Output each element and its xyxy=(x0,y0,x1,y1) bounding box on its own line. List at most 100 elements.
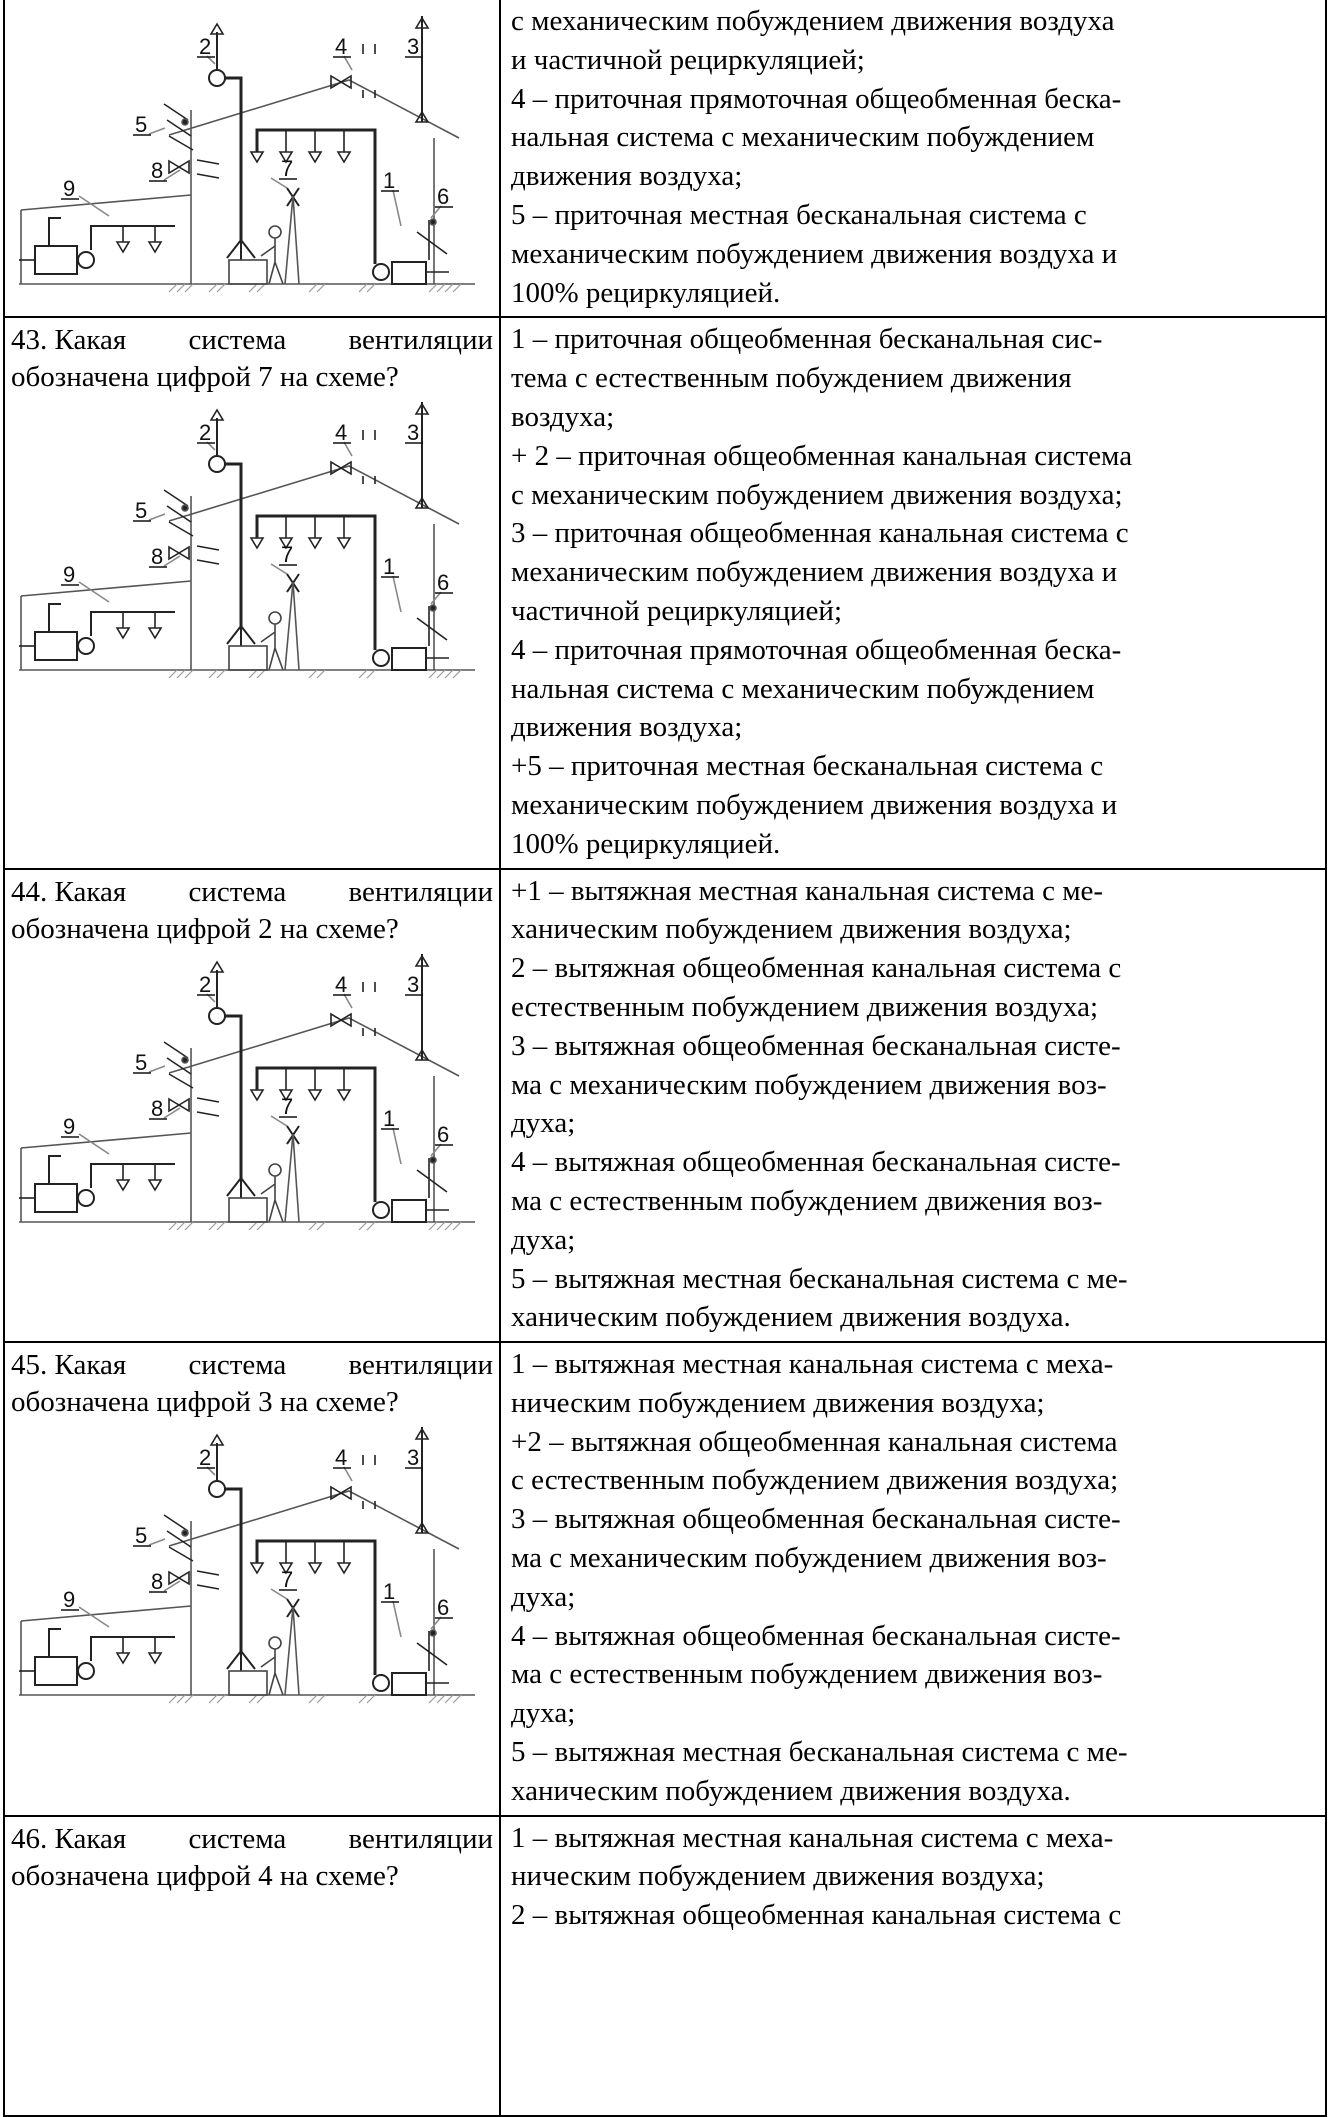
question-cell: 43. Какая система вентиляции обозначена … xyxy=(3,316,501,870)
answer-option-line: духа; xyxy=(511,1223,576,1256)
answer-option-line: нальная система с механическим побуждени… xyxy=(511,672,1095,705)
diagram-label-8: 8 xyxy=(151,1569,163,1594)
question-word: вентиляции xyxy=(348,324,493,357)
answer-option-line: и частичной рециркуляцией; xyxy=(511,43,865,76)
question-word: вентиляции xyxy=(348,1349,493,1382)
document-page: 1 2 3 4 5 6 7 8 9 с механическим побуждением дви… xyxy=(3,0,1327,2117)
diagram-label-3: 3 xyxy=(407,420,419,445)
question-text: 45. Какая система вентиляции обозначена … xyxy=(5,1343,499,1421)
question-word: 44. Какая xyxy=(11,875,127,908)
question-line-1: 45. Какая система вентиляции xyxy=(11,1347,493,1384)
answer-option-line: духа; xyxy=(511,1107,576,1140)
answer-option-line: 2 – вытяжная общеобменная канальная сист… xyxy=(511,1899,1122,1932)
answer-options-cell: 1 – приточная общеобменная бесканальная … xyxy=(499,316,1327,870)
table-row: 44. Какая система вентиляции обозначена … xyxy=(3,867,1327,1344)
diagram-label-6: 6 xyxy=(437,184,449,209)
question-word: система xyxy=(188,875,287,908)
diagram-label-6: 6 xyxy=(437,1595,449,1620)
diagram-label-5: 5 xyxy=(135,112,147,137)
question-word: 46. Какая xyxy=(11,1822,127,1855)
answer-option-line: +5 – приточная местная бесканальная сист… xyxy=(511,750,1104,783)
diagram-label-2: 2 xyxy=(199,420,211,445)
answer-option-line: механическим побуждением движения воздух… xyxy=(511,556,1118,589)
answer-option-line: духа; xyxy=(511,1697,576,1730)
question-line-1: 46. Какая система вентиляции xyxy=(11,1821,493,1858)
ventilation-scheme-diagram: 1 2 3 4 5 6 7 8 9 xyxy=(19,1425,475,1705)
diagram-label-5: 5 xyxy=(135,498,147,523)
question-line-2: обозначена цифрой 7 на схеме? xyxy=(11,361,399,394)
answer-option-line: ма с естественным побуждением движения в… xyxy=(511,1658,1103,1691)
answer-option-line: с механическим побуждением движения возд… xyxy=(511,5,1115,37)
answer-option-line: естественным побуждением движения воздух… xyxy=(511,990,1099,1023)
question-word: система xyxy=(188,1349,287,1382)
answer-option-line: с механическим побуждением движения возд… xyxy=(511,478,1123,511)
question-line-1: 43. Какая система вентиляции xyxy=(11,322,493,359)
diagram-label-4: 4 xyxy=(335,1445,347,1470)
diagram-label-9: 9 xyxy=(63,1587,75,1612)
question-cell: 46. Какая система вентиляции обозначена … xyxy=(3,1814,501,2117)
diagram-label-7: 7 xyxy=(281,1094,293,1119)
question-line-2: обозначена цифрой 2 на схеме? xyxy=(11,912,399,945)
answer-option-line: движения воздуха; xyxy=(511,711,743,744)
answer-option-line: 100% рециркуляцией. xyxy=(511,276,781,309)
diagram-label-2: 2 xyxy=(199,1445,211,1470)
diagram-label-1: 1 xyxy=(383,168,395,193)
diagram-label-1: 1 xyxy=(383,554,395,579)
answer-option-line: движения воздуха; xyxy=(511,160,743,193)
answer-option-line: ническим побуждением движения воздуха; xyxy=(511,1386,1045,1419)
answer-options-cell: 1 – вытяжная местная канальная система с… xyxy=(499,1814,1327,2117)
answer-option-line: 1 – вытяжная местная канальная система с… xyxy=(511,1348,1114,1381)
diagram-label-4: 4 xyxy=(335,34,347,59)
diagram-label-6: 6 xyxy=(437,570,449,595)
diagram-label-7: 7 xyxy=(281,156,293,181)
answer-option-line: 1 – приточная общеобменная бесканальная … xyxy=(511,323,1103,356)
diagram-label-9: 9 xyxy=(63,562,75,587)
answer-option-line: +1 – вытяжная местная канальная система … xyxy=(511,874,1104,907)
diagram-label-2: 2 xyxy=(199,972,211,997)
question-cell: 45. Какая система вентиляции обозначена … xyxy=(3,1341,501,1817)
diagram-label-5: 5 xyxy=(135,1523,147,1548)
question-word: система xyxy=(188,324,287,357)
answer-option-line: + 2 – приточная общеобменная канальная с… xyxy=(511,439,1133,472)
table-row: 45. Какая система вентиляции обозначена … xyxy=(3,1341,1327,1817)
answer-option-line: 5 – вытяжная местная бесканальная систем… xyxy=(511,1262,1128,1295)
question-line-2: обозначена цифрой 4 на схеме? xyxy=(11,1859,399,1892)
diagram-label-9: 9 xyxy=(63,1114,75,1139)
answer-option-line: 4 – приточная прямоточная общеобменная б… xyxy=(511,82,1122,115)
diagram-label-8: 8 xyxy=(151,1096,163,1121)
question-word: 43. Какая xyxy=(11,324,127,357)
question-cell: 44. Какая система вентиляции обозначена … xyxy=(3,867,501,1344)
answer-option-line: 4 – вытяжная общеобменная бесканальная с… xyxy=(511,1619,1121,1652)
question-table: 1 2 3 4 5 6 7 8 9 с механическим побуждением дви… xyxy=(3,0,1327,2117)
answer-option-line: ханическим побуждением движения воздуха. xyxy=(511,1301,1071,1334)
answer-option-line: 2 – вытяжная общеобменная канальная сист… xyxy=(511,952,1122,985)
answer-option-line: ханическим побуждением движения воздуха; xyxy=(511,913,1072,946)
answer-option-line: ма с механическим побуждением движения в… xyxy=(511,1068,1107,1101)
answer-option-line: тема с естественным побуждением движения xyxy=(511,362,1072,395)
answer-option-line: 100% рециркуляцией. xyxy=(511,827,781,860)
answer-option-line: частичной рециркуляцией; xyxy=(511,594,843,627)
diagram-label-5: 5 xyxy=(135,1050,147,1075)
question-line-1: 44. Какая система вентиляции xyxy=(11,874,493,911)
answer-option-line: ханическим побуждением движения воздуха. xyxy=(511,1774,1071,1807)
diagram-label-1: 1 xyxy=(383,1579,395,1604)
answer-option-line: 3 – приточная общеобменная канальная сис… xyxy=(511,517,1129,550)
question-line-2: обозначена цифрой 3 на схеме? xyxy=(11,1386,399,1419)
answer-options-cell: 1 – вытяжная местная канальная система с… xyxy=(499,1341,1327,1817)
diagram-label-8: 8 xyxy=(151,544,163,569)
answer-option-line: 1 – вытяжная местная канальная система с… xyxy=(511,1821,1114,1854)
answer-option-line: духа; xyxy=(511,1580,576,1613)
question-word: система xyxy=(188,1822,287,1855)
answer-option-line: +2 – вытяжная общеобменная канальная сис… xyxy=(511,1425,1118,1458)
answer-option-line: 4 – вытяжная общеобменная бесканальная с… xyxy=(511,1146,1121,1179)
answer-options-cell: +1 – вытяжная местная канальная система … xyxy=(499,867,1327,1344)
diagram-label-7: 7 xyxy=(281,1567,293,1592)
diagram-label-3: 3 xyxy=(407,1445,419,1470)
diagram-label-3: 3 xyxy=(407,972,419,997)
answer-option-line: ма с механическим побуждением движения в… xyxy=(511,1542,1107,1575)
